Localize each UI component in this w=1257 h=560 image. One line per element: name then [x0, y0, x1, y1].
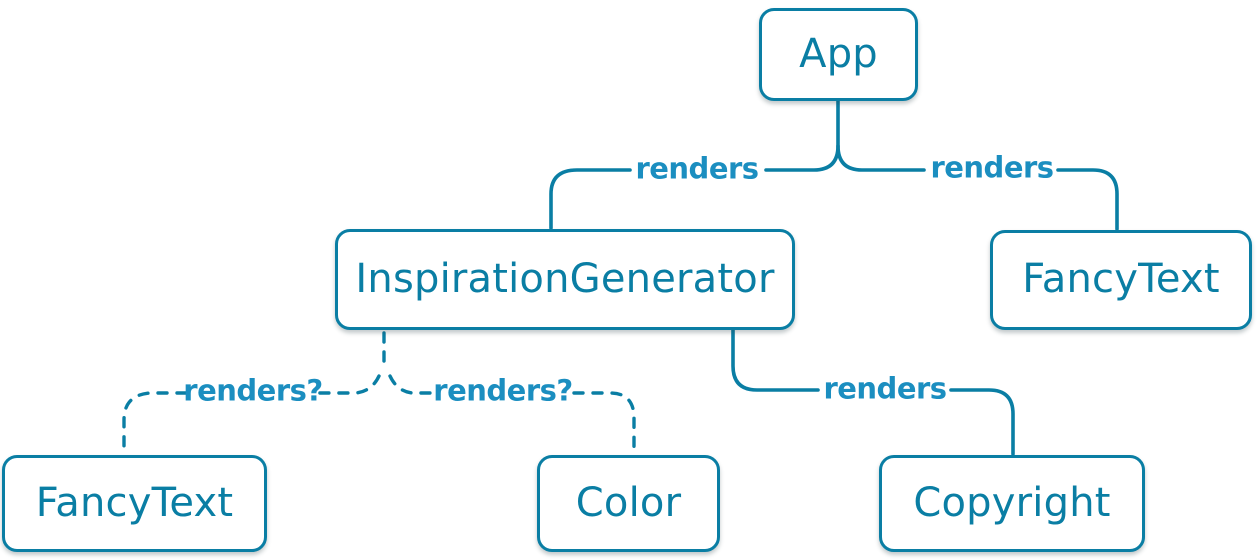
- edge-label-renders-copyright: renders: [823, 371, 947, 406]
- edge-segment-dashed: [572, 391, 636, 456]
- node-inspiration-generator: InspirationGenerator: [335, 229, 795, 330]
- edge-segment-dashed: [315, 374, 381, 395]
- edge-segment-dashed: [122, 391, 188, 456]
- node-app-label: App: [799, 30, 878, 77]
- node-color-label: Color: [575, 479, 682, 526]
- node-inspiration-generator-label: InspirationGenerator: [355, 255, 775, 302]
- node-color: Color: [537, 455, 720, 552]
- edge-segment: [549, 168, 632, 230]
- node-copyright-label: Copyright: [913, 479, 1111, 526]
- edge-segment: [764, 99, 840, 172]
- edge-label-renders-app-fancytext: renders: [930, 150, 1054, 185]
- edge-segment: [836, 144, 926, 172]
- node-copyright: Copyright: [879, 455, 1145, 552]
- edge-label-renders-question-color: renders?: [433, 373, 573, 408]
- edge-label-renders-question-fancytext: renders?: [183, 373, 323, 408]
- node-fancy-text-top: FancyText: [990, 230, 1252, 330]
- edge-label-renders-app-ig: renders: [635, 151, 759, 186]
- edge-segment: [1056, 168, 1119, 231]
- edge-segment: [949, 388, 1015, 456]
- node-app: App: [759, 8, 918, 101]
- edge-segment: [731, 328, 820, 392]
- edge-segment-dashed: [388, 374, 436, 395]
- node-fancy-text-bottom: FancyText: [2, 455, 267, 552]
- node-fancy-text-bottom-label: FancyText: [35, 479, 234, 526]
- node-fancy-text-top-label: FancyText: [1022, 256, 1220, 302]
